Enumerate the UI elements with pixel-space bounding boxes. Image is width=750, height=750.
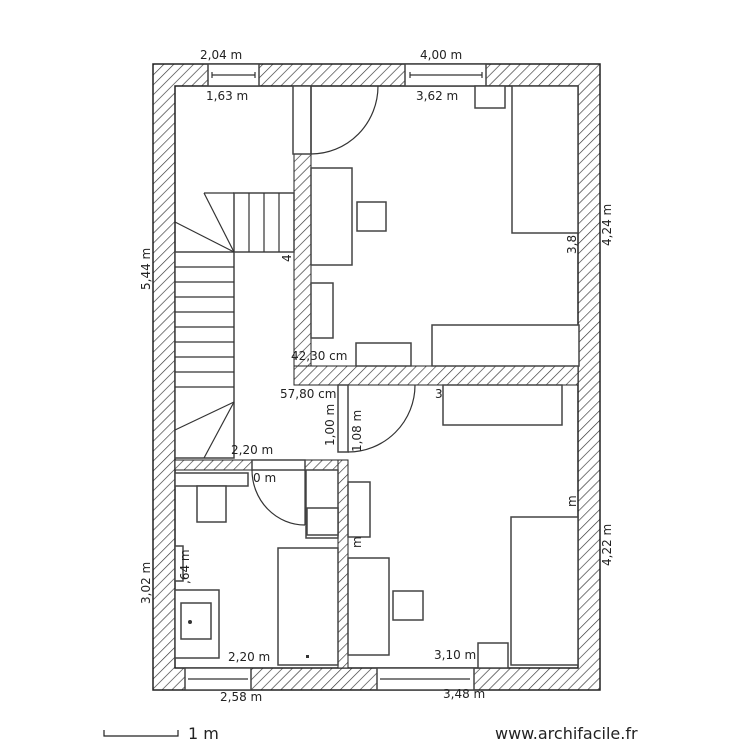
- window-bottom-left: [184, 667, 252, 691]
- counter: [174, 472, 249, 487]
- cabinet-box: [306, 507, 339, 536]
- dim-wall-2: 57,80 cm: [280, 387, 336, 401]
- dim-frag-m1: m: [565, 495, 579, 507]
- window-top-right: [404, 63, 487, 87]
- dim-frag-3: 3: [435, 387, 443, 401]
- dim-frag-4: 4: [280, 254, 294, 262]
- dim-hall: 1,63 m: [206, 89, 248, 103]
- dim-top-right: 4,00 m: [420, 48, 462, 62]
- wall-bedroom1-bedroom2: [293, 365, 579, 386]
- dim-right-top: 4,24 m: [600, 204, 614, 246]
- dim-door-2: 1,08 m: [350, 410, 364, 452]
- dim-left: 5,44 m: [139, 248, 153, 290]
- window-bottom-right: [376, 667, 475, 691]
- dim-small: ,64 m: [178, 549, 192, 584]
- towel-rail: [174, 545, 184, 582]
- scale-bar: [103, 730, 179, 737]
- shelf-2: [347, 481, 371, 538]
- dim-frag-m2: m: [350, 536, 364, 548]
- desk-2: [347, 557, 390, 656]
- scale-label: 1 m: [188, 724, 219, 743]
- toilet: [196, 485, 227, 523]
- wardrobe: [431, 324, 580, 367]
- dim-bath-bottom: 2,20 m: [228, 650, 270, 664]
- wall-bath-top-left: [174, 459, 253, 471]
- dim-top-left: 2,04 m: [200, 48, 242, 62]
- dim-bathroom: 3,02 m: [139, 562, 153, 604]
- basin-drain: [188, 620, 192, 624]
- nightstand: [474, 85, 506, 109]
- drain: [306, 655, 309, 658]
- dim-bottom-left: 2,58 m: [220, 690, 262, 704]
- door-bedroom1: [292, 85, 379, 155]
- bed: [511, 85, 579, 234]
- box: [355, 342, 412, 367]
- dim-bedroom1: 3,62 m: [416, 89, 458, 103]
- dim-wall-1: 42,30 cm: [291, 349, 347, 363]
- wall-bath-top-right: [304, 459, 339, 471]
- wardrobe-2: [442, 384, 563, 426]
- bed-2: [510, 516, 579, 666]
- basin: [180, 602, 212, 640]
- wall-bath-bedroom2: [337, 459, 349, 669]
- dim-bath-door: 0 m: [253, 471, 276, 485]
- door-bathroom: [251, 459, 306, 526]
- chair: [356, 201, 387, 232]
- watermark: www.archifacile.fr: [495, 724, 638, 743]
- nightstand-2: [477, 642, 509, 669]
- dim-bath-top: 2,20 m: [231, 443, 273, 457]
- shower: [277, 547, 339, 666]
- dim-right-bottom: 4,22 m: [600, 524, 614, 566]
- desk: [310, 167, 353, 266]
- dim-door-1: 1,00 m: [323, 404, 337, 446]
- dim-bedroom2: 3,10 m: [434, 648, 476, 662]
- chair-2: [392, 590, 424, 621]
- window-top-left: [207, 63, 260, 87]
- door-bedroom2: [337, 384, 416, 453]
- dim-bottom-right: 3,48 m: [443, 687, 485, 701]
- shelf: [310, 282, 334, 339]
- dim-frag-38: 3,8: [565, 235, 579, 254]
- staircase: [174, 192, 295, 459]
